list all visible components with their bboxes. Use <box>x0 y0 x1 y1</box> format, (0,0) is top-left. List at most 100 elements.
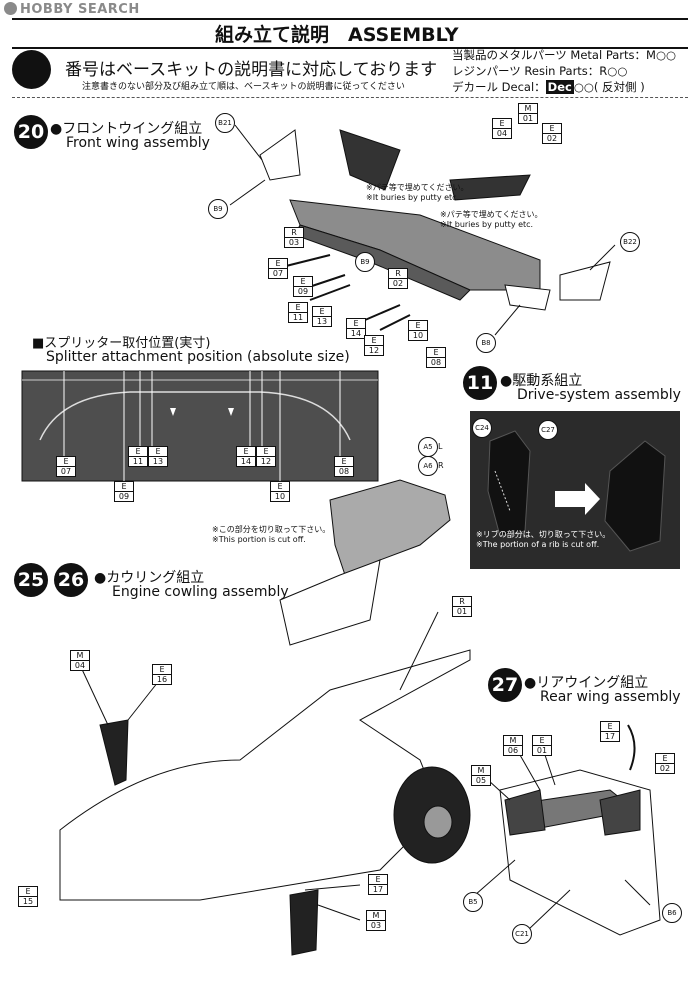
intro-line-1: 番号はベースキットの説明書に対応しております <box>65 60 438 80</box>
tag-number: 14 <box>240 457 252 466</box>
tag-number: 09 <box>118 492 130 501</box>
tag-letter: E <box>533 736 551 746</box>
tag-number: 09 <box>297 287 309 296</box>
tag-letter: M <box>504 736 522 746</box>
tag-number: 17 <box>372 885 384 894</box>
tag-number: 12 <box>368 346 380 355</box>
intro-line-2: 注意書きのない部分及び組み立て順は、ベースキットの説明書に従ってください <box>82 82 405 92</box>
rib-note: ※リブの部分は、切り取って下さい。※The portion of a rib i… <box>476 530 610 550</box>
tag-number: 08 <box>430 358 442 367</box>
tag-letter: R <box>453 597 471 607</box>
step-20-number: 20 <box>14 115 48 149</box>
legend-decal-box: Dec <box>545 80 574 94</box>
tag-number: 10 <box>274 492 286 501</box>
putty-note-1: ※パテ等で埋めてください。※It buries by putty etc. <box>366 183 468 203</box>
part-b21: B21 <box>215 113 235 133</box>
cut-note-jp: ※この部分を切り取って下さい。 <box>212 525 331 534</box>
part-b8: B8 <box>476 333 496 353</box>
step-25-title-en: Engine cowling assembly <box>112 584 289 600</box>
step-11-number: 11 <box>463 366 497 400</box>
rib-note-jp: ※リブの部分は、切り取って下さい。 <box>476 530 611 539</box>
part-a6: A6 <box>418 456 438 476</box>
part-b9: B9 <box>208 199 228 219</box>
tag-number: 10 <box>412 331 424 340</box>
putty-note-2: ※パテ等で埋めてください。※It buries by putty etc. <box>440 210 542 230</box>
step-27-number: 27 <box>488 668 522 702</box>
tag-letter: E <box>149 447 167 457</box>
part-c24: C24 <box>472 418 492 438</box>
legend-metal: 当製品のメタルパーツ Metal Parts：M○○ <box>452 48 677 62</box>
tag-letter: E <box>427 348 445 358</box>
tag-letter: M <box>71 651 89 661</box>
step-20-title-en: Front wing assembly <box>66 135 210 151</box>
tag-letter: E <box>335 457 353 467</box>
step-26-number: 26 <box>54 563 88 597</box>
step-11-title-en: Drive-system assembly <box>517 387 681 403</box>
tag-number: 14 <box>350 329 362 338</box>
tag-letter: E <box>543 124 561 134</box>
tag-letter: E <box>129 447 147 457</box>
part-b6: B6 <box>662 903 682 923</box>
watermark-text: HOBBY SEARCH <box>20 2 140 17</box>
tag-number: 16 <box>156 675 168 684</box>
cut-note-en: ※This portion is cut off. <box>212 535 306 544</box>
legend-decal-prefix: デカール Decal： <box>452 80 546 94</box>
putty-note-en: ※It buries by putty etc. <box>366 193 460 202</box>
tag-number: 13 <box>152 457 164 466</box>
tag-number: 07 <box>60 467 72 476</box>
rear-wing-drawing <box>474 724 661 936</box>
splitter-title-en: Splitter attachment position (absolute s… <box>46 349 350 365</box>
rib-note-en: ※The portion of a rib is cut off. <box>476 540 600 549</box>
step-20-title-jp: ●フロントウイング組立 <box>50 121 203 137</box>
tag-letter: E <box>115 482 133 492</box>
tag-letter: E <box>19 887 37 897</box>
tag-number: 12 <box>260 457 272 466</box>
part-b9-2: B9 <box>355 252 375 272</box>
tag-letter: E <box>57 457 75 467</box>
tag-letter: E <box>313 307 331 317</box>
tag-letter: E <box>409 321 427 331</box>
step-27-title-en: Rear wing assembly <box>540 689 681 705</box>
step-11-title-jp: ●駆動系組立 <box>500 373 583 389</box>
tag-letter: E <box>237 447 255 457</box>
step-27-title-jp: ●リアウイング組立 <box>524 675 649 691</box>
tag-letter: E <box>365 336 383 346</box>
tag-number: 03 <box>370 921 382 930</box>
tag-number: 06 <box>507 746 519 755</box>
label-l: L <box>438 442 443 451</box>
tag-number: 02 <box>392 279 404 288</box>
tag-number: 01 <box>522 114 534 123</box>
tag-number: 02 <box>546 134 558 143</box>
label-r: R <box>438 461 444 470</box>
tag-letter: E <box>289 303 307 313</box>
tag-letter: R <box>285 228 303 238</box>
section-divider <box>12 97 688 98</box>
tag-letter: E <box>153 665 171 675</box>
putty-note-jp: ※パテ等で埋めてください。 <box>440 210 543 219</box>
tag-number: 02 <box>659 764 671 773</box>
page-title: 組み立て説明 ASSEMBLY <box>215 24 459 46</box>
front-wing-drawing <box>229 124 616 336</box>
putty-note-en: ※It buries by putty etc. <box>440 220 534 229</box>
legend-decal-suffix: ○○( 反対側 ) <box>573 80 645 94</box>
splitter-title-jp: ■スプリッター取付位置(実寸) <box>32 336 211 351</box>
